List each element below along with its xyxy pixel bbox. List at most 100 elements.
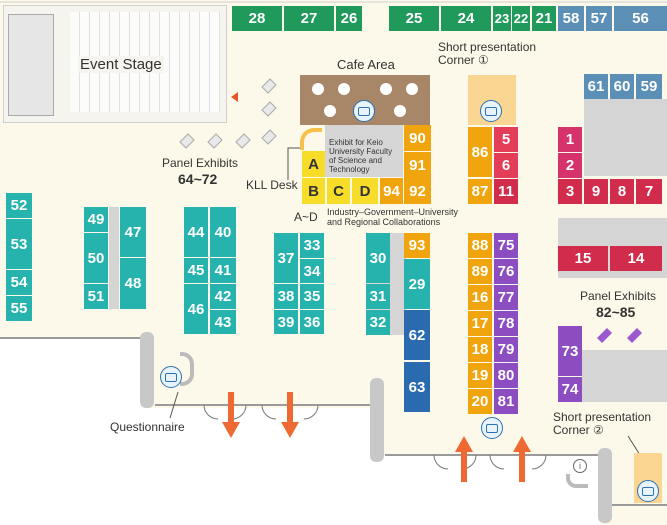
booth-15[interactable]: 15 xyxy=(558,246,608,271)
booth-78[interactable]: 78 xyxy=(494,311,518,336)
booth-26[interactable]: 26 xyxy=(336,6,362,31)
booth-62[interactable]: 62 xyxy=(404,310,430,360)
booth-23[interactable]: 23 xyxy=(493,6,511,31)
booth-1[interactable]: 1 xyxy=(558,127,582,152)
booth-80[interactable]: 80 xyxy=(494,363,518,388)
booth-37[interactable]: 37 xyxy=(274,233,298,283)
booth-79[interactable]: 79 xyxy=(494,337,518,362)
booth-81[interactable]: 81 xyxy=(494,389,518,414)
booth-2[interactable]: 2 xyxy=(558,153,582,178)
booth-43[interactable]: 43 xyxy=(210,310,236,334)
info-desk-shape xyxy=(566,474,588,488)
booth-50[interactable]: 50 xyxy=(84,233,108,283)
booth-55[interactable]: 55 xyxy=(6,296,32,321)
floor-lower-left xyxy=(150,338,380,408)
booth-89[interactable]: 89 xyxy=(468,259,492,284)
booth-74[interactable]: 74 xyxy=(558,377,582,402)
questionnaire-desk-shape xyxy=(180,352,194,386)
booth-B[interactable]: B xyxy=(302,178,325,204)
booth-91[interactable]: 91 xyxy=(404,152,431,178)
right-bottom-gray xyxy=(582,350,667,402)
booth-73[interactable]: 73 xyxy=(558,326,582,376)
booth-94[interactable]: 94 xyxy=(380,178,403,204)
booth-9[interactable]: 9 xyxy=(584,179,608,204)
booth-27[interactable]: 27 xyxy=(284,6,334,31)
booth-28[interactable]: 28 xyxy=(232,6,282,31)
booth-22[interactable]: 22 xyxy=(512,6,530,31)
booth-16[interactable]: 16 xyxy=(468,285,492,310)
booth-11[interactable]: 11 xyxy=(494,179,518,204)
booth-3[interactable]: 3 xyxy=(558,179,582,204)
booth-D[interactable]: D xyxy=(352,178,378,204)
booth-36[interactable]: 36 xyxy=(300,310,324,334)
cafe-flowers xyxy=(312,83,418,117)
kll-desk-shape xyxy=(300,128,322,150)
booth-87[interactable]: 87 xyxy=(468,179,492,204)
booth-39[interactable]: 39 xyxy=(274,310,298,334)
panel-exhibits-left-label: Panel Exhibits xyxy=(162,156,239,170)
kll-desk-label: KLL Desk xyxy=(246,178,298,192)
booth-77[interactable]: 77 xyxy=(494,285,518,310)
panel-exhibits-right-label: Panel Exhibits xyxy=(580,289,657,303)
booth-25[interactable]: 25 xyxy=(389,6,439,31)
pillar xyxy=(598,448,612,523)
short-pres-2-label: Short presentation Corner ② xyxy=(553,410,652,437)
booth-90[interactable]: 90 xyxy=(404,125,431,151)
booth-6[interactable]: 6 xyxy=(494,153,518,178)
booth-75[interactable]: 75 xyxy=(494,233,518,258)
booth-20[interactable]: 20 xyxy=(468,389,492,414)
booth-18[interactable]: 18 xyxy=(468,337,492,362)
booth-51[interactable]: 51 xyxy=(84,284,108,309)
booth-38[interactable]: 38 xyxy=(274,284,298,309)
booth-56[interactable]: 56 xyxy=(614,6,667,31)
booth-33[interactable]: 33 xyxy=(300,233,324,258)
booth-61[interactable]: 61 xyxy=(584,74,608,99)
panel-range-right: 82~85 xyxy=(596,304,636,320)
booth-C[interactable]: C xyxy=(327,178,350,204)
booth-32[interactable]: 32 xyxy=(366,310,390,335)
booth-45[interactable]: 45 xyxy=(184,258,208,283)
booth-24[interactable]: 24 xyxy=(441,6,491,31)
booth-A[interactable]: A xyxy=(302,151,325,177)
booth-35[interactable]: 35 xyxy=(300,284,324,309)
booth-40[interactable]: 40 xyxy=(210,207,236,257)
booth-76[interactable]: 76 xyxy=(494,259,518,284)
booth-34[interactable]: 34 xyxy=(300,259,324,283)
booth-49[interactable]: 49 xyxy=(84,207,108,232)
booth-57[interactable]: 57 xyxy=(586,6,612,31)
booth-52[interactable]: 52 xyxy=(6,193,32,218)
booth-14[interactable]: 14 xyxy=(610,246,662,271)
booth-7[interactable]: 7 xyxy=(636,179,662,204)
booth-5[interactable]: 5 xyxy=(494,127,518,152)
booth-29[interactable]: 29 xyxy=(404,259,430,309)
booth-47[interactable]: 47 xyxy=(120,207,146,257)
booth-30[interactable]: 30 xyxy=(366,233,390,283)
booth-8[interactable]: 8 xyxy=(610,179,634,204)
booth-42[interactable]: 42 xyxy=(210,284,236,309)
event-stage-label: Event Stage xyxy=(78,56,164,73)
booth-86[interactable]: 86 xyxy=(468,127,492,177)
booth-41[interactable]: 41 xyxy=(210,258,236,283)
booth-21[interactable]: 21 xyxy=(532,6,556,31)
booth-48[interactable]: 48 xyxy=(120,258,146,309)
booth-93[interactable]: 93 xyxy=(404,233,430,258)
exit-arrow-icon xyxy=(281,392,299,438)
booth-58[interactable]: 58 xyxy=(558,6,584,31)
booth-54[interactable]: 54 xyxy=(6,270,32,295)
booth-31[interactable]: 31 xyxy=(366,284,390,309)
booth-46[interactable]: 46 xyxy=(184,284,208,334)
booth-92[interactable]: 92 xyxy=(404,178,431,204)
booth-60[interactable]: 60 xyxy=(610,74,634,99)
pillar xyxy=(370,378,384,462)
booth-17[interactable]: 17 xyxy=(468,311,492,336)
booth-88[interactable]: 88 xyxy=(468,233,492,258)
pillar xyxy=(140,332,154,408)
booth-19[interactable]: 19 xyxy=(468,363,492,388)
booth-53[interactable]: 53 xyxy=(6,219,32,269)
booth-44[interactable]: 44 xyxy=(184,207,208,257)
booth-59[interactable]: 59 xyxy=(636,74,662,99)
booth-63[interactable]: 63 xyxy=(404,362,430,412)
